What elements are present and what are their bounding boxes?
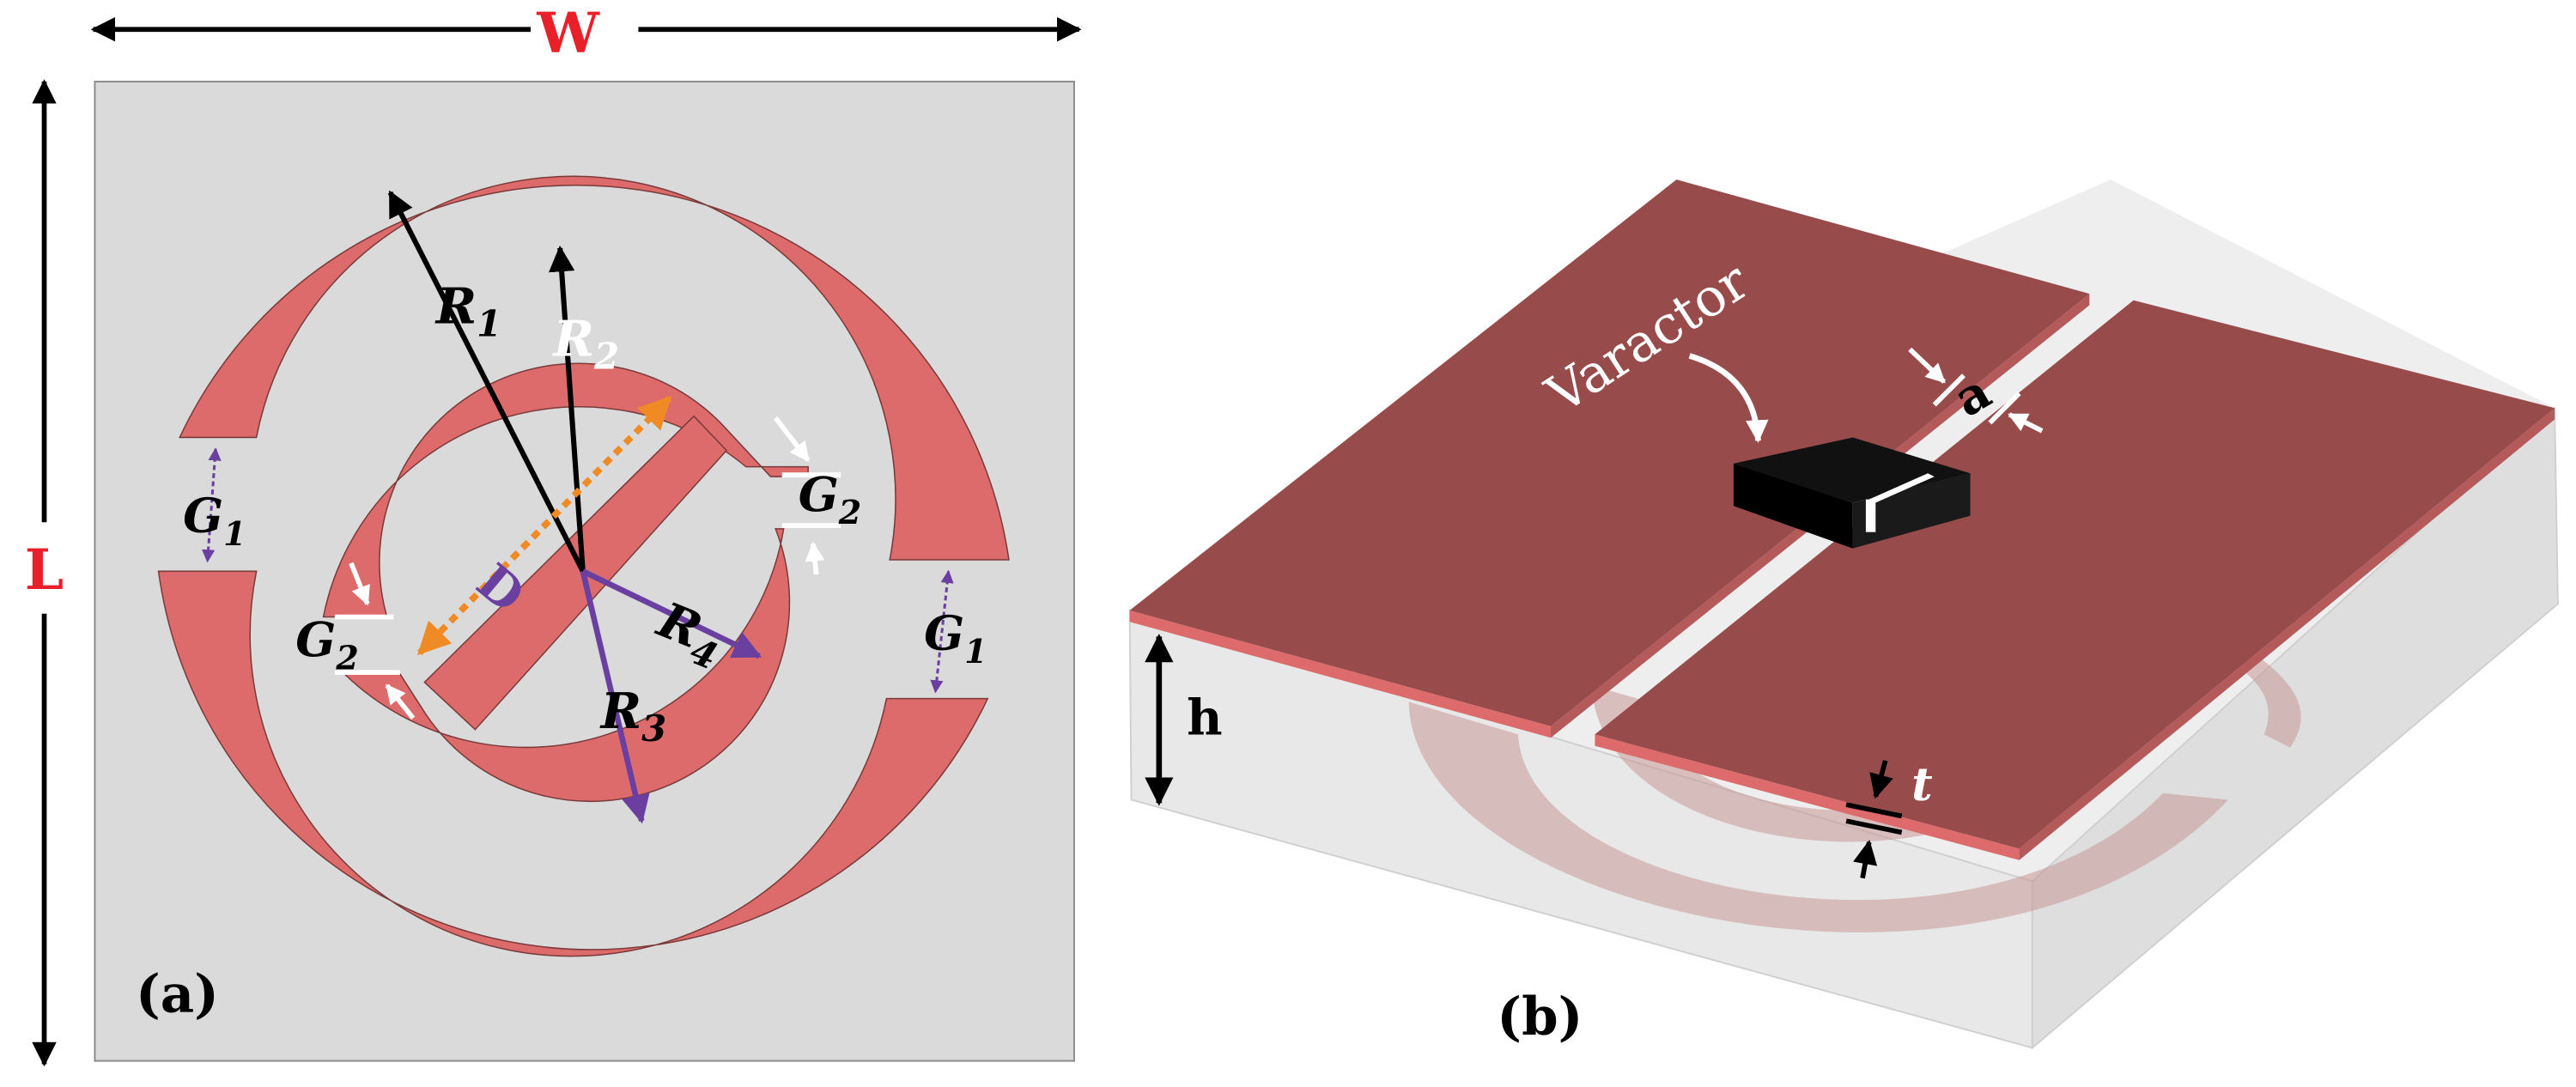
panel-a-label: (a) — [136, 964, 219, 1025]
r2-label: R2 — [552, 310, 619, 377]
right-copper-plate-side — [2019, 408, 2555, 860]
outer-split-ring — [179, 175, 1010, 561]
panel-b: Varactor a h t (b) — [1128, 179, 2559, 1050]
right-copper-plate — [1595, 300, 2555, 849]
panel-b-label: (b) — [1497, 987, 1583, 1048]
varactor-arrow — [1688, 353, 1769, 443]
left-copper-plate — [1129, 179, 2090, 726]
g1-left-label: G1 — [183, 488, 246, 553]
g2-left-label: G2 — [295, 611, 359, 677]
ghost-ring-outer — [1408, 701, 2228, 932]
outer-split-ring-lower — [157, 570, 989, 957]
panel-a: R1 R2 R4 R3 D G1 G1 G2 G2 (a) W L — [25, 1, 1082, 1067]
ghost-ring-right — [2211, 636, 2301, 748]
g1-right-marker — [930, 569, 954, 694]
g2-right-marker — [773, 416, 841, 575]
t-marker — [1845, 760, 1903, 879]
right-copper-plate-edge — [1595, 734, 2020, 860]
r1-label: R1 — [434, 277, 501, 344]
w-label: W — [536, 1, 600, 66]
d-arrow — [417, 396, 672, 656]
inner-split-ring-lower — [343, 528, 791, 803]
l-label: L — [25, 537, 64, 603]
h-label: h — [1187, 689, 1222, 746]
varactor-chip — [1733, 437, 1971, 549]
g2-left-marker — [334, 562, 416, 720]
t-label: t — [1911, 756, 1933, 811]
g2-right-label: G2 — [799, 466, 862, 531]
r3-label: R3 — [599, 683, 666, 750]
left-copper-plate-edge — [1129, 610, 1552, 738]
gap-a-marker — [1908, 347, 2044, 434]
g1-right-label: G1 — [924, 605, 987, 671]
g1-left-marker — [202, 447, 222, 563]
